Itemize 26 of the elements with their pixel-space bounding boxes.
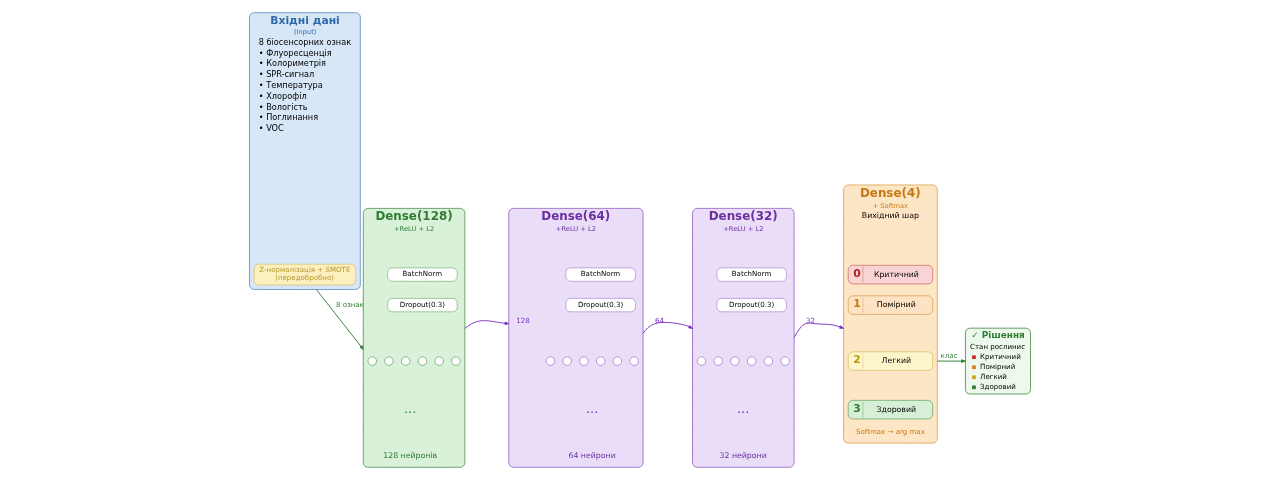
label: ... (403, 400, 417, 416)
node-circle (367, 356, 377, 366)
label: ... (736, 400, 750, 416)
node-circle (545, 356, 555, 366)
arrow (642, 321, 693, 334)
node-circle (451, 356, 461, 366)
node-circle (780, 356, 790, 366)
arrow (464, 320, 510, 329)
node-circle (713, 356, 723, 366)
node-circle (384, 356, 394, 366)
node-circle (401, 356, 411, 366)
node-circle (747, 356, 757, 366)
node-circle (730, 356, 740, 366)
arrow (793, 322, 845, 338)
arrow (936, 359, 966, 363)
label: ... (585, 400, 599, 416)
node-circle (579, 356, 589, 366)
node-circle (612, 356, 622, 366)
node-circle (696, 356, 706, 366)
node-circle (434, 356, 444, 366)
arrow (315, 289, 364, 350)
node-circle (596, 356, 606, 366)
node-circle (417, 356, 427, 366)
node-circle (562, 356, 572, 366)
node-circle (763, 356, 773, 366)
node-circle (629, 356, 639, 366)
